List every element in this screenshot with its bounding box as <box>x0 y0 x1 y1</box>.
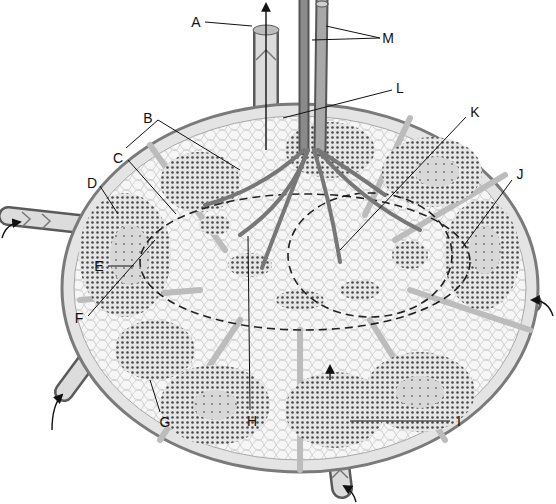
germinal-center <box>396 376 444 408</box>
vessel-branches <box>205 150 420 268</box>
afferent-flow-arrow <box>532 300 553 316</box>
afferent-flow-arrow <box>2 222 20 238</box>
callout-letter: K <box>470 104 479 120</box>
capsule <box>62 104 538 472</box>
medullary-cord <box>392 241 428 269</box>
artery <box>301 0 308 150</box>
blood-vessels <box>205 0 420 268</box>
medullary-cords <box>199 215 428 310</box>
callout-letter: D <box>87 175 97 191</box>
vessel-valve <box>22 212 50 229</box>
subcapsular-sinus <box>74 116 526 460</box>
medullary-cord <box>340 280 380 300</box>
callout-letter: B <box>143 110 152 126</box>
callout-letter: F <box>75 310 84 326</box>
medullary-cord <box>276 290 324 310</box>
leader-line <box>312 26 380 40</box>
lymphoid-follicle <box>160 365 270 445</box>
vein <box>320 0 322 150</box>
artery <box>299 0 310 150</box>
callout-letter: G <box>160 414 171 430</box>
lymphoid-follicle <box>444 200 520 310</box>
germinal-center <box>469 226 501 274</box>
afferent-flow-arrow <box>329 366 330 380</box>
leader-line <box>126 120 240 170</box>
callout-letter: J <box>517 166 524 182</box>
lymphoid-follicle <box>160 152 240 212</box>
flow-arrows <box>2 4 553 502</box>
lymphoid-follicle <box>79 193 171 317</box>
leader-line <box>462 180 512 248</box>
callout-letter: H <box>247 413 257 429</box>
lymphoid-follicle <box>115 320 195 380</box>
afferent-flow-arrow <box>344 486 356 502</box>
callout-letter: C <box>113 150 123 166</box>
leader-line <box>340 117 466 250</box>
callout-letter: E <box>94 258 103 274</box>
cortical-follicles <box>79 122 520 448</box>
paracortex-boundary <box>140 194 470 330</box>
vessel-branch <box>318 150 385 195</box>
leader-lines <box>88 22 512 421</box>
medulla-boundary <box>288 193 452 317</box>
vessel-branch <box>240 150 308 235</box>
afferent-flow-arrow <box>52 395 62 430</box>
callout-letter: M <box>382 30 394 46</box>
vessel-branch <box>318 150 420 230</box>
vessel-branch <box>314 150 340 262</box>
leader-line <box>100 186 118 214</box>
leader-line <box>88 240 155 316</box>
callout-letter: I <box>457 413 461 429</box>
lymph-vessels <box>8 25 532 488</box>
callout-letter: L <box>396 80 404 96</box>
region-boundaries <box>140 193 470 330</box>
leader-line <box>350 421 450 422</box>
lymphoid-follicle <box>285 372 385 448</box>
leader-line <box>150 380 160 412</box>
leader-line <box>108 266 134 267</box>
leader-line <box>283 90 392 118</box>
germinal-center <box>193 390 237 420</box>
efferent-flow-arrow <box>265 4 266 150</box>
leader-line <box>248 236 250 410</box>
trabeculae <box>80 118 530 470</box>
germinal-center <box>415 157 459 187</box>
leader-line <box>205 22 252 26</box>
callout-letter: A <box>191 14 200 30</box>
vein <box>320 0 322 150</box>
medullary-cord <box>199 215 231 235</box>
vessel-opening <box>316 1 328 7</box>
leader-line <box>128 160 176 214</box>
